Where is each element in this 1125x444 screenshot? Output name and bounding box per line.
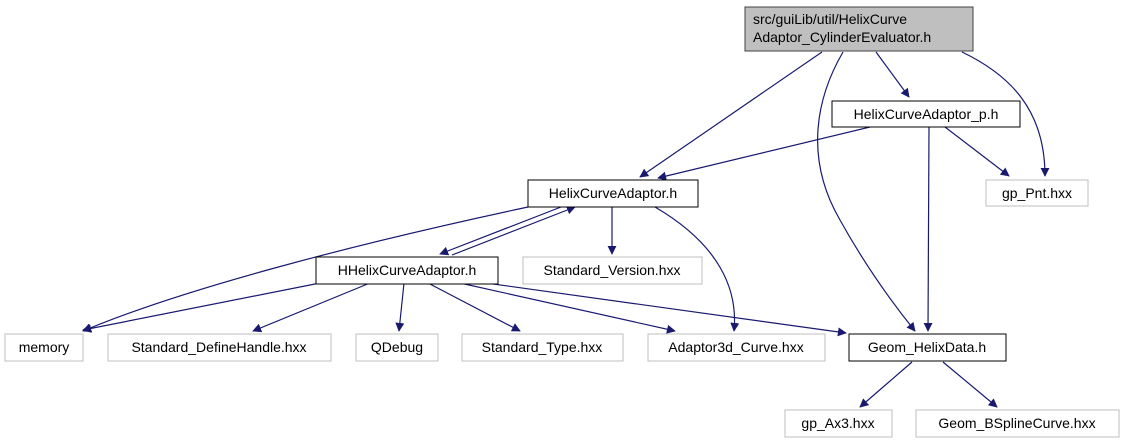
edge-hhelix-curve-adaptor-to-standard-type — [427, 282, 521, 332]
node-memory[interactable]: memory — [4, 333, 84, 362]
edge-hhelix-curve-adaptor-to-geom-helixdata — [485, 282, 847, 337]
node-gp-ax3-label: gp_Ax3.hxx — [801, 415, 874, 431]
edge-root-to-geom-helixdata — [817, 51, 916, 332]
edge-hhelix-curve-adaptor-to-standard-definehandle — [252, 282, 371, 333]
node-gp-pnt[interactable]: gp_Pnt.hxx — [985, 179, 1089, 207]
edge-helix-curve-adaptor-p-to-geom-helixdata — [923, 126, 933, 332]
node-helix-curve-adaptor-label: HelixCurveAdaptor.h — [549, 185, 677, 201]
node-qdebug[interactable]: QDebug — [355, 333, 439, 362]
node-root-line1: src/guiLib/util/HelixCurve — [753, 11, 907, 27]
node-standard-definehandle[interactable]: Standard_DefineHandle.hxx — [107, 333, 332, 362]
edge-hhelix-curve-adaptor-to-qdebug — [395, 282, 405, 332]
node-adaptor3d-curve[interactable]: Adaptor3d_Curve.hxx — [647, 333, 826, 362]
node-geom-helixdata-label: Geom_HelixData.h — [868, 339, 986, 355]
node-gp-pnt-label: gp_Pnt.hxx — [1002, 185, 1072, 201]
node-adaptor3d-curve-label: Adaptor3d_Curve.hxx — [668, 339, 803, 355]
node-standard-type[interactable]: Standard_Type.hxx — [461, 333, 624, 362]
node-helix-curve-adaptor-p-label: HelixCurveAdaptor_p.h — [854, 106, 999, 122]
node-root-line2: Adaptor_CylinderEvaluator.h — [753, 29, 931, 45]
node-geom-helixdata[interactable]: Geom_HelixData.h — [848, 333, 1007, 362]
edge-helix-curve-adaptor-p-to-helix-curve-adaptor — [657, 126, 871, 181]
node-qdebug-label: QDebug — [371, 339, 423, 355]
nodes-layer: src/guiLib/util/HelixCurve Adaptor_Cylin… — [4, 6, 1120, 438]
edge-hhelix-curve-adaptor-to-helix-curve-adaptor — [451, 205, 576, 256]
node-hhelix-curve-adaptor-label: HHelixCurveAdaptor.h — [338, 262, 477, 278]
edge-helix-curve-adaptor-p-to-gp-pnt — [944, 126, 1010, 177]
edge-hhelix-curve-adaptor-to-adaptor3d-curve — [459, 282, 676, 334]
edge-helix-curve-adaptor-to-adaptor3d-curve — [654, 206, 740, 332]
node-standard-version[interactable]: Standard_Version.hxx — [522, 256, 703, 285]
node-helix-curve-adaptor-p[interactable]: HelixCurveAdaptor_p.h — [831, 100, 1021, 128]
node-standard-type-label: Standard_Type.hxx — [482, 339, 603, 355]
node-hhelix-curve-adaptor[interactable]: HHelixCurveAdaptor.h — [315, 256, 499, 285]
edge-geom-helixdata-to-gp-ax3 — [859, 361, 913, 408]
node-gp-ax3[interactable]: gp_Ax3.hxx — [784, 409, 893, 438]
edge-root-to-helix-curve-adaptor-p — [875, 51, 910, 98]
node-geom-bsplinecurve[interactable]: Geom_BSplineCurve.hxx — [915, 409, 1120, 438]
edge-root-to-helix-curve-adaptor — [639, 51, 823, 178]
node-helix-curve-adaptor[interactable]: HelixCurveAdaptor.h — [527, 179, 699, 208]
node-geom-bsplinecurve-label: Geom_BSplineCurve.hxx — [938, 415, 1095, 431]
edges-layer — [82, 51, 1050, 408]
node-standard-definehandle-label: Standard_DefineHandle.hxx — [131, 339, 306, 355]
edge-root-to-gp-pnt — [961, 51, 1050, 177]
edge-helix-curve-adaptor-to-hhelix-curve-adaptor — [439, 206, 562, 256]
node-root-file[interactable]: src/guiLib/util/HelixCurve Adaptor_Cylin… — [744, 6, 974, 52]
edge-helix-curve-adaptor-to-memory — [82, 206, 529, 332]
node-standard-version-label: Standard_Version.hxx — [544, 262, 681, 278]
node-memory-label: memory — [19, 339, 70, 355]
edge-geom-helixdata-to-geom-bsplinecurve — [942, 361, 998, 408]
edge-hhelix-curve-adaptor-to-memory — [82, 282, 321, 333]
